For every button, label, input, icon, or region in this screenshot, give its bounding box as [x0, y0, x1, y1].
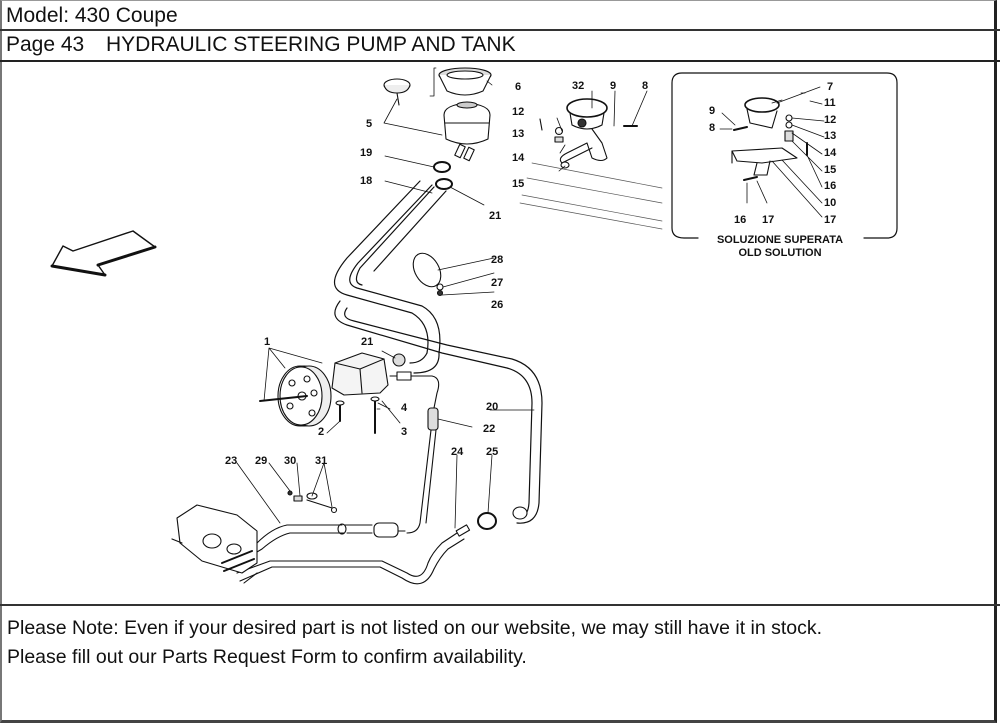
- callout-1: 1: [264, 336, 270, 348]
- callout-labels: 1 2 3 4 5 6 8 9 12 13 14 15 18 19 20 21 …: [225, 80, 843, 467]
- inset-callout-10: 10: [824, 197, 836, 209]
- callout-31: 31: [315, 455, 327, 467]
- body-panel-lines: [519, 162, 663, 230]
- callout-21-top: 21: [489, 210, 501, 222]
- inset-callout-15: 15: [824, 164, 836, 176]
- availability-note: Please Note: Even if your desired part i…: [0, 604, 1000, 724]
- model-header: Model: 430 Coupe: [0, 2, 1000, 31]
- callout-5: 5: [366, 118, 372, 130]
- fluid-reservoir: [443, 101, 491, 162]
- page-title: HYDRAULIC STEERING PUMP AND TANK: [106, 33, 516, 56]
- callout-19: 19: [360, 147, 372, 159]
- inset-callout-9: 9: [709, 105, 715, 117]
- callout-26: 26: [491, 299, 503, 311]
- inset-callout-7: 7: [827, 81, 833, 93]
- note-line-1: Please Note: Even if your desired part i…: [7, 617, 823, 639]
- inset-caption-english: OLD SOLUTION: [738, 247, 821, 259]
- inset-callout-16-bottom: 16: [734, 214, 746, 226]
- callout-12: 12: [512, 106, 524, 118]
- pump-bolts: [339, 400, 376, 434]
- callout-4: 4: [401, 402, 408, 414]
- note-line-2: Please fill out our Parts Request Form t…: [7, 646, 527, 668]
- filter-element: [429, 67, 492, 97]
- return-hose: [333, 180, 447, 354]
- page-number: Page 43: [6, 33, 85, 56]
- hose-clip: [412, 252, 444, 297]
- pressure-line: [337, 371, 440, 538]
- old-solution-inset: [671, 72, 898, 239]
- callout-9: 9: [610, 80, 616, 92]
- steering-pump: [259, 352, 389, 427]
- callout-14: 14: [512, 152, 525, 164]
- callout-3: 3: [401, 426, 407, 438]
- callout-13: 13: [512, 128, 524, 140]
- pump-inlet-hose: [409, 352, 440, 374]
- inset-callout-11: 11: [824, 97, 836, 109]
- inset-callout-16-right: 16: [824, 180, 836, 192]
- callout-15: 15: [512, 178, 524, 190]
- hose-clamp-25: [477, 512, 497, 530]
- hose-clamp-21: [435, 178, 453, 190]
- callout-27: 27: [491, 277, 503, 289]
- model-label: Model: 430 Coupe: [6, 4, 178, 27]
- inset-callout-14: 14: [824, 147, 837, 159]
- callout-22: 22: [483, 423, 495, 435]
- callout-24: 24: [451, 446, 464, 458]
- inset-caption-italian: SOLUZIONE SUPERATA: [717, 234, 843, 246]
- callout-21-pump: 21: [361, 336, 373, 348]
- callout-leaders: [236, 80, 648, 529]
- return-line-24: [236, 532, 458, 577]
- reservoir-cap: [383, 78, 411, 106]
- steering-rack: [171, 504, 258, 584]
- page-header: Page 43 HYDRAULIC STEERING PUMP AND TANK: [0, 31, 1000, 62]
- inset-callout-17-right: 17: [824, 214, 836, 226]
- inset-leaders: [719, 86, 825, 218]
- inset-callout-13: 13: [824, 130, 836, 142]
- callout-6: 6: [515, 81, 521, 93]
- callout-2: 2: [318, 426, 324, 438]
- inset-callout-17-bottom: 17: [762, 214, 774, 226]
- callout-23: 23: [225, 455, 237, 467]
- arrow-front-left-icon: [50, 230, 157, 277]
- inset-callout-12: 12: [824, 114, 836, 126]
- callout-18: 18: [360, 175, 372, 187]
- reservoir-bracket: [539, 98, 638, 169]
- o-ring-21: [392, 353, 406, 367]
- hose-clamp-19: [433, 161, 451, 173]
- inset-callout-8: 8: [709, 122, 715, 134]
- callout-20: 20: [486, 401, 498, 413]
- callout-30: 30: [284, 455, 296, 467]
- callout-29: 29: [255, 455, 267, 467]
- callout-25: 25: [486, 446, 498, 458]
- small-fittings: [287, 490, 338, 514]
- parts-diagram: 1 2 3 4 5 6 8 9 12 13 14 15 18 19 20 21 …: [50, 67, 898, 585]
- callout-8: 8: [642, 80, 648, 92]
- callout-32: 32: [572, 80, 584, 92]
- callout-28: 28: [491, 254, 503, 266]
